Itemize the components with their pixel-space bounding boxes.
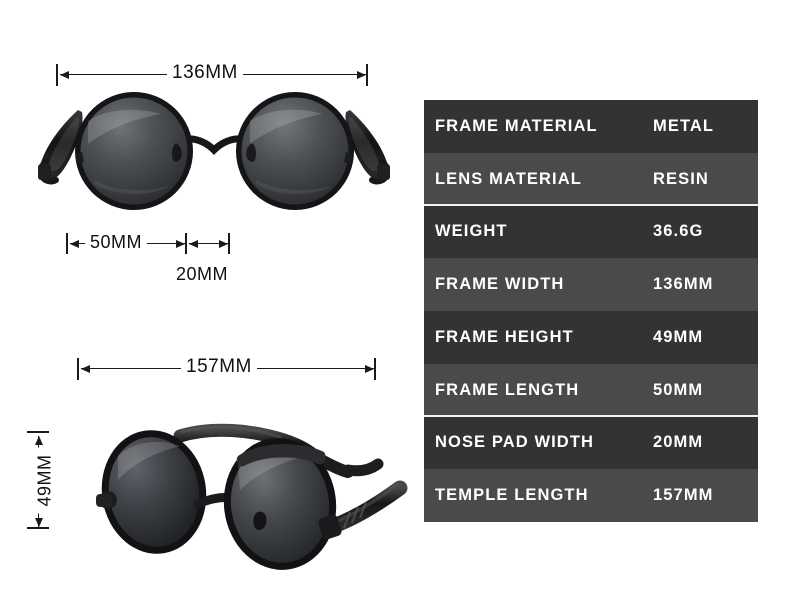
spec-label: NOSE PAD WIDTH — [435, 433, 595, 452]
dimension-157mm-tick-left — [77, 358, 79, 380]
spec-label: FRAME WIDTH — [435, 275, 565, 294]
spec-label: WEIGHT — [435, 222, 508, 241]
sunglasses-angled-image — [96, 423, 408, 570]
bridge — [177, 135, 251, 155]
dimension-49mm-tick-bottom — [27, 527, 49, 529]
spec-label: FRAME MATERIAL — [435, 116, 598, 135]
dimension-136mm-arrow-right — [357, 70, 366, 79]
right-lens — [236, 92, 354, 210]
far-temple-tip — [342, 458, 384, 477]
dimension-20mm-line — [189, 243, 228, 244]
dimension-49mm-arrow-top — [34, 436, 43, 445]
dimension-157mm-tick-right — [374, 358, 376, 380]
dimension-157mm-arrow-right — [365, 364, 374, 373]
back-lens — [101, 430, 207, 554]
spec-label: FRAME HEIGHT — [435, 327, 574, 346]
dimension-50mm-arrow-right — [176, 239, 185, 248]
spec-value: 49MM — [653, 327, 704, 346]
sunglasses-front-image — [38, 92, 390, 210]
dimension-20mm-label: 20MM — [171, 264, 234, 285]
left-temple — [38, 110, 83, 185]
dimension-49mm-arrow-bottom — [34, 518, 43, 527]
dimension-50mm-tick-right — [185, 233, 187, 254]
dimension-136mm-tick-left — [56, 64, 58, 86]
spec-value: METAL — [653, 116, 715, 135]
dimension-50mm-tick-left — [66, 233, 68, 254]
table-row: TEMPLE LENGTH 157MM — [424, 469, 758, 522]
spec-label: TEMPLE LENGTH — [435, 486, 589, 505]
dimension-20mm-tick-right — [228, 233, 230, 254]
spec-value: 50MM — [653, 380, 704, 399]
dimension-136mm-tick-right — [366, 64, 368, 86]
spec-value: RESIN — [653, 169, 709, 188]
table-row: FRAME HEIGHT 49MM — [424, 311, 758, 364]
dimension-157mm-label: 157MM — [181, 356, 257, 378]
specifications-table: FRAME MATERIAL METAL LENS MATERIAL RESIN… — [424, 100, 758, 522]
table-row: FRAME MATERIAL METAL — [424, 100, 758, 153]
spec-value: 36.6G — [653, 222, 704, 241]
front-lens — [223, 438, 337, 570]
spec-label: FRAME LENGTH — [435, 380, 580, 399]
dimension-50mm-arrow-left — [70, 239, 79, 248]
dimension-50mm-label: 50MM — [85, 232, 148, 253]
spec-value: 136MM — [653, 275, 714, 294]
dimension-49mm-tick-top — [27, 431, 49, 433]
table-row: FRAME LENGTH 50MM — [424, 363, 758, 417]
table-row: NOSE PAD WIDTH 20MM — [424, 416, 758, 470]
dimension-20mm-arrow-right — [219, 239, 228, 248]
spec-label: LENS MATERIAL — [435, 169, 582, 188]
dimension-157mm-arrow-left — [81, 364, 90, 373]
table-row: LENS MATERIAL RESIN — [424, 152, 758, 206]
near-temple-arm — [318, 480, 408, 540]
left-lens — [75, 92, 193, 210]
dimension-20mm-arrow-left — [189, 239, 198, 248]
dimension-136mm-label: 136MM — [167, 62, 243, 84]
table-row: FRAME WIDTH 136MM — [424, 258, 758, 311]
spec-value: 20MM — [653, 433, 704, 452]
right-temple — [345, 110, 390, 185]
dimension-136mm-arrow-left — [60, 70, 69, 79]
table-row: WEIGHT 36.6G — [424, 205, 758, 259]
spec-value: 157MM — [653, 486, 714, 505]
